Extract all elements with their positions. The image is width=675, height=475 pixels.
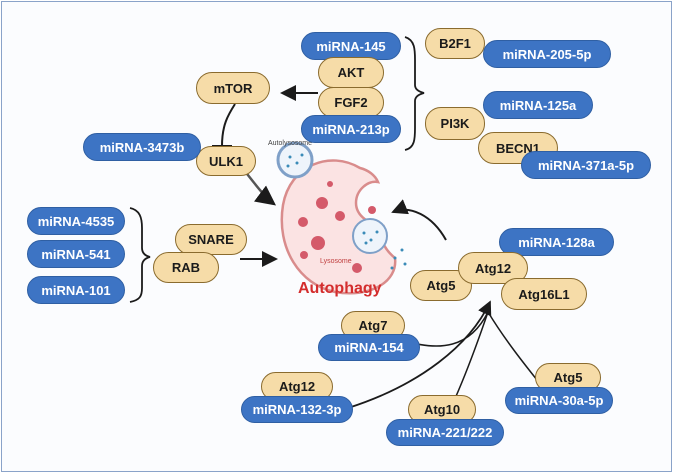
- atg12-convergence-line: [347, 300, 492, 409]
- fusion-vesicle: [352, 218, 388, 254]
- b2f1-node: B2F1: [425, 28, 485, 59]
- rab-node: RAB: [153, 252, 219, 283]
- mtor-ulk1-inhibit-line: [221, 103, 236, 147]
- akt-node: AKT: [318, 57, 384, 88]
- autolysosome-illustration: [276, 141, 407, 295]
- mirna-125a-node: miRNA-125a: [483, 91, 593, 119]
- lysosome-label: Lysosome: [320, 258, 352, 265]
- mirna-145-node: miRNA-145: [301, 32, 401, 60]
- ulk1-node: ULK1: [196, 146, 256, 176]
- mirna-3473b-node: miRNA-3473b: [83, 133, 201, 161]
- mirna-205-5p-node: miRNA-205-5p: [483, 40, 611, 68]
- mirna-541-node: miRNA-541: [27, 240, 125, 268]
- mtor-node: mTOR: [196, 72, 270, 104]
- left-brace: [129, 207, 151, 303]
- right-brace: [404, 36, 425, 151]
- mirna-30a-5p-node: miRNA-30a-5p: [505, 387, 613, 414]
- mirna-132-3p-node: miRNA-132-3p: [241, 396, 353, 423]
- atg16l1-node: Atg16L1: [501, 278, 587, 310]
- mirna-213p-node: miRNA-213p: [301, 115, 401, 143]
- mirna-128a-node: miRNA-128a: [499, 228, 614, 256]
- mirna-4535-node: miRNA-4535: [27, 207, 125, 235]
- atg-to-autophagy-arrow: [391, 199, 447, 241]
- pi3k-node: PI3K: [425, 107, 485, 140]
- atg12-right-node: Atg12: [458, 252, 528, 284]
- vesicle-dots: [286, 153, 407, 270]
- mirna-101-node: miRNA-101: [27, 276, 125, 304]
- fgf2-node: FGF2: [318, 87, 384, 118]
- autolysosome-vesicle: [276, 141, 314, 179]
- autolysosome-label: Autolysosome: [268, 140, 312, 147]
- snare-node: SNARE: [175, 224, 247, 255]
- mirna-371a-5p-node: miRNA-371a-5p: [521, 151, 651, 179]
- mirna-154-node: miRNA-154: [318, 334, 420, 361]
- lysosome-particles: [298, 181, 376, 273]
- ulk1-to-autophagy-arrow: [243, 169, 276, 206]
- autophagy-title: Autophagy: [298, 280, 382, 297]
- mirna-221-222-node: miRNA-221/222: [386, 419, 504, 446]
